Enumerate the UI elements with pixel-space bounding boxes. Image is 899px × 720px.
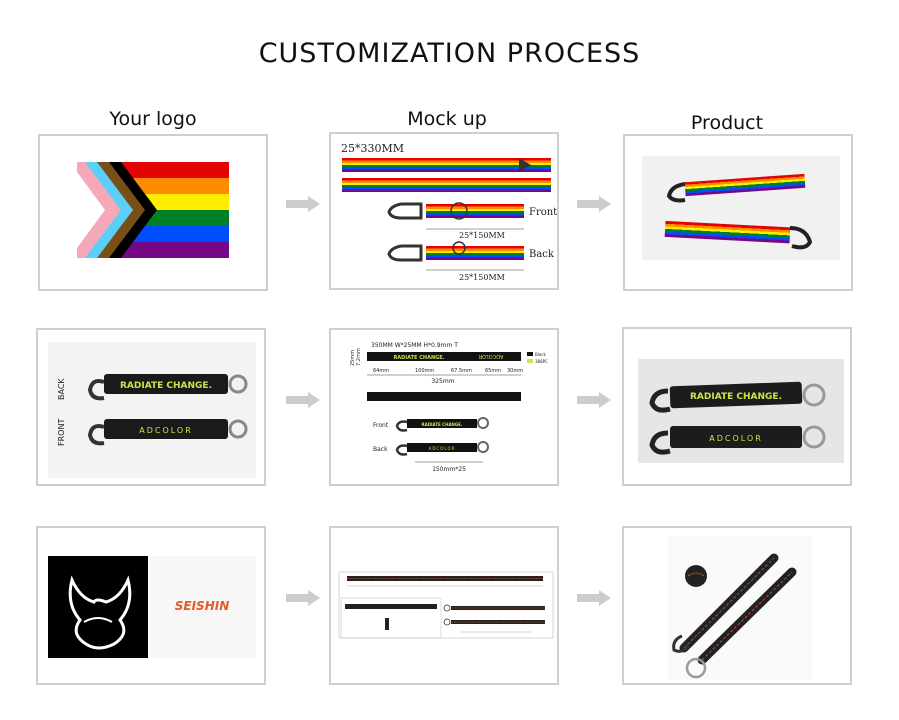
dim-30: 30mm bbox=[507, 368, 523, 374]
product-text-radiate: RADIATE CHANGE. bbox=[690, 392, 782, 402]
arrow-right-icon bbox=[286, 590, 320, 606]
dim-total: 325mm bbox=[431, 378, 454, 385]
dim-front: 25*150MM bbox=[459, 231, 505, 240]
strap-full-bottom bbox=[342, 178, 551, 192]
logo-box-row3: SEISHIN bbox=[36, 526, 266, 685]
side-dim-2: 7.2mm bbox=[356, 348, 362, 366]
mockup-box-row2: 350MM W*25MM H*0.9mm T 25mm 7.2mm RADIAT… bbox=[329, 328, 559, 486]
side-label-back: BACK bbox=[57, 378, 66, 400]
dim-65: 65mm bbox=[485, 368, 501, 374]
logo-box-row1 bbox=[38, 134, 268, 291]
arrow-right-icon bbox=[577, 590, 611, 606]
strap-text-radiate: RADIATE CHANGE. bbox=[120, 381, 212, 391]
strap-text-adcolor: ADCOLOR bbox=[139, 426, 193, 435]
strap-full-top bbox=[342, 158, 551, 172]
snap-hook-icon bbox=[387, 244, 423, 262]
arrow-right-icon bbox=[286, 196, 320, 212]
column-header-mockup: Mock up bbox=[407, 108, 487, 130]
front-label: Front bbox=[529, 207, 557, 218]
snap-hook-icon bbox=[387, 202, 423, 220]
strap-back bbox=[426, 246, 524, 260]
mockup-size-label: 25*330MM bbox=[341, 142, 404, 155]
mock-front-text: RADIATE CHANGE. bbox=[422, 422, 463, 427]
product-box-row3 bbox=[622, 526, 852, 685]
product-box-row2: RADIATE CHANGE. ADCOLOR bbox=[622, 327, 852, 486]
mockup-box-row3 bbox=[329, 526, 559, 685]
product-photo-rainbow bbox=[642, 156, 840, 260]
side-dim-1: 25mm bbox=[350, 350, 356, 366]
mock-front-label: Front bbox=[373, 422, 389, 429]
side-label-front: FRONT bbox=[57, 419, 66, 446]
mockup-box-row1: 25*330MM Front 25*150MM Back 25*150MM bbox=[329, 132, 559, 290]
mock-back-label: Back bbox=[373, 446, 388, 453]
spec-label: 350MM W*25MM H*0.9mm T bbox=[371, 342, 458, 349]
back-label: Back bbox=[529, 249, 555, 260]
mock-text-adcolor-inverted: ADCOLOR bbox=[478, 353, 503, 359]
brand-logo-seishin: SEISHIN bbox=[175, 599, 230, 613]
snap-hook-icon bbox=[87, 379, 105, 401]
dim-67-5: 67.5mm bbox=[451, 368, 472, 374]
product-text-adcolor: ADCOLOR bbox=[709, 434, 763, 443]
dim-back: 25*150MM bbox=[459, 273, 505, 282]
legend-pantone: 388PC bbox=[535, 359, 548, 364]
product-photo-lanyard bbox=[668, 536, 812, 680]
technical-drawing bbox=[338, 571, 554, 639]
column-header-logo: Your logo bbox=[109, 108, 197, 130]
legend-black: Black bbox=[535, 352, 547, 357]
dim-100: 100mm bbox=[415, 368, 434, 374]
snap-hook-icon bbox=[87, 424, 105, 446]
horned-creature-logo bbox=[48, 556, 148, 658]
strap-front bbox=[426, 204, 524, 218]
column-header-product: Product bbox=[690, 112, 764, 134]
progress-pride-flag bbox=[77, 162, 229, 258]
dim-64: 64mm bbox=[373, 368, 389, 374]
mock-back-text: ADCOLOR bbox=[429, 446, 456, 451]
arrow-right-icon bbox=[577, 392, 611, 408]
arrow-right-icon bbox=[577, 196, 611, 212]
page-title: CUSTOMIZATION PROCESS bbox=[258, 38, 641, 69]
arrow-right-icon bbox=[286, 392, 320, 408]
mock-text-radiate: RADIATE CHANGE. bbox=[393, 355, 444, 361]
logo-box-row2: BACK FRONT RADIATE CHANGE. ADCOLOR bbox=[36, 328, 266, 486]
product-photo-black: RADIATE CHANGE. ADCOLOR bbox=[638, 359, 844, 463]
product-box-row1 bbox=[623, 134, 853, 291]
mock-dim: 150mm*25 bbox=[432, 466, 466, 473]
